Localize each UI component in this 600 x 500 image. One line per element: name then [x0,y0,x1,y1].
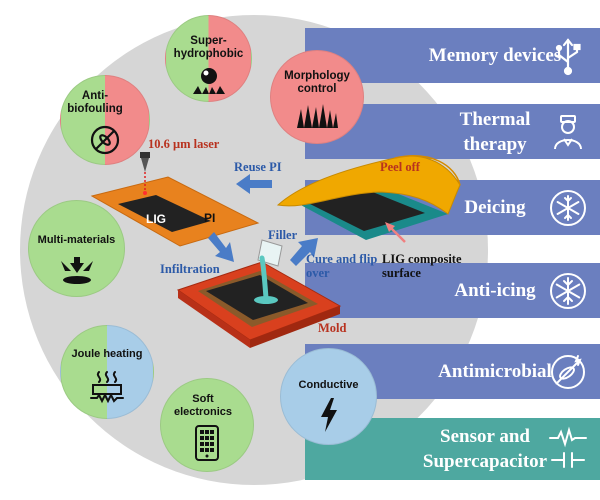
merge-icon [60,257,93,284]
mold-label: Mold [318,321,347,335]
feature-label: Joule heating [71,348,143,360]
laser-head [140,152,150,195]
feature-conductive: Conductive [280,348,377,445]
feature-label: Anti- biofouling [67,90,123,115]
pi-label: PI [204,211,216,225]
arrow-infiltration [208,232,234,262]
doctor-icon [554,115,582,150]
feature-multi-materials: Multi-materials [28,200,125,297]
usb-icon [555,38,581,76]
feature-label: Multi-materials [37,234,116,246]
tablet-icon [195,425,219,461]
laser-label: 10.6 μm laser [148,137,220,151]
filler-beaker [254,239,283,304]
feature-morphology-control: Morphology control [270,50,364,144]
peel-off-label: Peel off [380,160,420,174]
filler-label: Filler [268,228,298,242]
lightning-icon [320,398,337,432]
cure-flip-label: Cure and flip over [306,252,378,280]
snowflake-wind-icon [550,190,586,226]
lig-label: LIG [146,212,166,226]
arrow-reuse-pi [236,174,272,194]
feature-label: Conductive [298,379,359,391]
banner-label: Thermal therapy [459,108,531,155]
feature-label: Soft electronics [173,393,233,418]
feature-label: Morphology control [284,70,350,95]
pulse-capacitor-icon [549,426,587,468]
feature-joule-heating: Joule heating [60,325,154,419]
no-bacteria-icon [90,125,120,155]
peel-sheet [276,155,461,215]
droplet-icon [192,68,225,94]
no-microbe-icon [551,355,585,389]
banner-label: Sensor and Supercapacitor [422,426,548,472]
feature-anti-biofouling: Anti- biofouling [60,75,150,165]
banner-sensor-supercapacitor: Sensor and Supercapacitor [305,418,600,480]
banner-label: Antimicrobial [438,361,552,382]
banner-label: Memory devices [428,45,562,66]
heater-icon [90,371,124,404]
composite-lig [310,191,425,231]
reuse-pi-label: Reuse PI [234,160,282,174]
feature-label: Super- hydrophobic [173,35,244,60]
feature-superhydrophobic: Super- hydrophobic [165,15,252,102]
banner-label: Deicing [464,197,526,218]
lig-composite-label: LIG composite surface [382,252,462,280]
spikes-icon [297,104,338,128]
lig-pattern [118,195,211,232]
banner-anti-icing: Anti-icing [305,263,600,318]
arrow-cure [290,238,318,266]
snowflake-icon [550,273,586,309]
banner-label: Anti-icing [454,280,536,301]
feature-soft-electronics: Soft electronics [160,378,254,472]
infiltration-label: Infiltration [160,262,220,276]
